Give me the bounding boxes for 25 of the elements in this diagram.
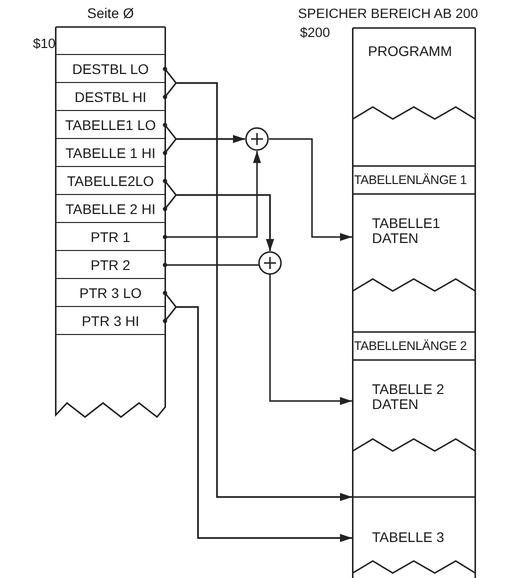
arrow	[162, 135, 245, 156]
section-label: TABELLENLÄNGE 2	[352, 332, 476, 360]
column-heading: Seite Ø	[86, 5, 135, 21]
address-label: $200	[300, 25, 330, 41]
column-heading: SPEICHER BEREICH AB 200	[298, 6, 478, 22]
memory-cell: PTR 3 HI	[55, 307, 166, 335]
section-label: TABELLE 3	[372, 530, 446, 545]
arrow	[269, 138, 352, 241]
memory-cell: DESTBL HI	[55, 83, 166, 111]
memory-cell: PTR 3 LO	[55, 279, 166, 307]
memory-cell: PTR 2	[55, 251, 166, 279]
memory-cell: TABELLE2LO	[55, 167, 166, 195]
address-label: $10	[33, 36, 56, 52]
arrow	[162, 151, 261, 240]
memory-cell: PTR 1	[55, 223, 166, 251]
memory-cell: TABELLE1 LO	[55, 111, 166, 139]
section-label: TABELLE1 DATEN	[372, 216, 442, 246]
memory-cell: TABELLE 1 HI	[55, 139, 166, 167]
section-label: TABELLE 2 DATEN	[372, 382, 446, 412]
memory-cell: TABELLE 2 HI	[55, 195, 166, 223]
arrow	[269, 275, 352, 405]
memory-cell: DESTBL LO	[55, 55, 166, 83]
section-label: PROGRAMM	[368, 44, 453, 59]
arrow	[162, 194, 274, 251]
section-label: TABELLENLÄNGE 1	[352, 166, 476, 194]
